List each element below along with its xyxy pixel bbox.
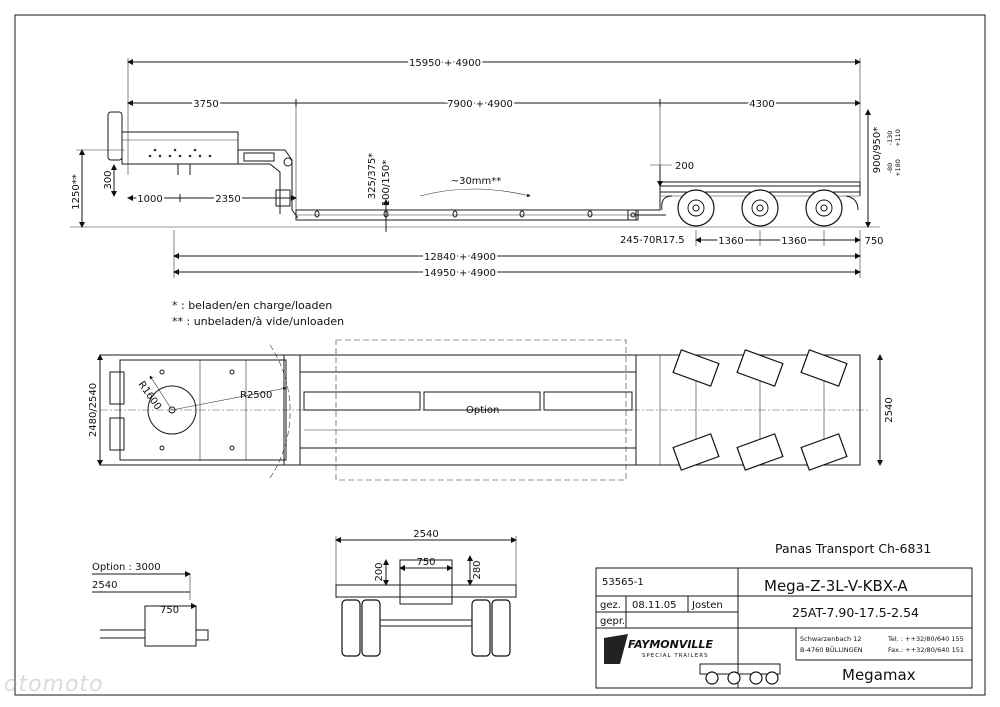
dim-width-rear: 2540 [884, 397, 895, 422]
gepr-label: gepr. [600, 616, 625, 627]
dim-rear-200: 200 [675, 161, 694, 172]
top-view: R1600 R2500 Option 2480/2 [88, 339, 895, 481]
rear-inner: 750 [416, 557, 435, 568]
dim-deck-height-2: 100/150* [381, 160, 392, 207]
adjust-1: -80 [886, 163, 894, 174]
brand-sub: SPECIAL TRAILERS [642, 653, 709, 659]
adjust-2: +180 [894, 159, 902, 177]
dim-width-front: 2480/2540 [88, 383, 99, 437]
dim-front-1000: 1000 [137, 194, 162, 205]
dim-kingpin-height: 300 [103, 170, 114, 189]
side-view: 15950 + 4900 3750 7900 + 4900 4300 [70, 56, 902, 281]
dim-axle-1: 1360 [718, 236, 743, 247]
brand-name: FAYMONVILLE [628, 638, 713, 651]
legend-loaded: * : beladen/en charge/loaden [172, 299, 332, 312]
dim-length-14950: 14950 + 4900 [424, 268, 496, 279]
option-label: Option [466, 405, 499, 416]
dim-deck-height: 325/375* [367, 153, 378, 200]
dim-overhang: 750 [864, 236, 883, 247]
legend: * : beladen/en charge/loaden ** : unbela… [172, 299, 344, 328]
dim-gooseneck: 3750 [193, 99, 218, 110]
option-detail-inner: 750 [160, 605, 179, 616]
watermark: otomoto [4, 672, 104, 697]
option-detail: Option : 3000 2540 750 [92, 562, 209, 647]
drawn-by: Josten [691, 600, 723, 611]
drawing-border [14, 14, 986, 696]
gooseneck-holes [148, 148, 212, 158]
dim-front-2350: 2350 [215, 194, 240, 205]
drawn-date: 08.11.05 [632, 600, 677, 611]
faymonville-logo: FAYMONVILLE SPECIAL TRAILERS [604, 634, 781, 685]
option-detail-width: 2540 [92, 580, 117, 591]
customer-name: Panas Transport Ch-6831 [775, 541, 931, 556]
gez-label: gez. [600, 600, 621, 611]
tyre-size: 245-70R17.5 [620, 235, 685, 246]
adjust-3: -130 [886, 131, 894, 146]
rear-width: 2540 [413, 529, 438, 540]
dim-deck: 7900 + 4900 [447, 99, 513, 110]
wheels-side [661, 189, 859, 227]
legend-unloaded: ** : unbeladen/à vide/unloaden [172, 315, 344, 328]
drawing-number: 53565-1 [602, 577, 644, 588]
model-name: Mega-Z-3L-V-KBX-A [764, 577, 908, 595]
fax: Fax.: ++32/80/640 151 [888, 646, 964, 654]
address-line-2: B-4760 BÜLLINGEN [800, 645, 863, 654]
product-name: Megamax [842, 666, 916, 684]
dim-axle-2: 1360 [781, 236, 806, 247]
phone: Tel. : ++32/80/640 155 [887, 635, 964, 643]
dim-rear: 4300 [749, 99, 774, 110]
rear-h280: 280 [472, 560, 483, 579]
dim-ride-height: 900/950* [872, 127, 883, 174]
dim-overall: 15950 + 4900 [409, 58, 481, 69]
deck-slots [314, 210, 593, 218]
dim-front-height: 1250** [71, 174, 82, 209]
dim-length-12840: 12840 + 4900 [424, 252, 496, 263]
radius-1600: R1600 [136, 379, 164, 412]
adjust-4: +110 [894, 129, 902, 147]
radius-2500: R2500 [240, 390, 272, 401]
address-line-1: Schwarzenbach 12 [800, 635, 861, 643]
model-spec: 25AT-7.90-17.5-2.54 [792, 605, 919, 620]
dim-sag: ~30mm** [451, 176, 502, 187]
option-detail-label: Option : 3000 [92, 562, 161, 573]
rear-view: 2540 750 200 280 [335, 529, 517, 657]
wheels-top [672, 349, 848, 471]
title-block: Panas Transport Ch-6831 53565-1 gez. 08.… [595, 541, 973, 689]
rear-h200: 200 [374, 562, 385, 581]
